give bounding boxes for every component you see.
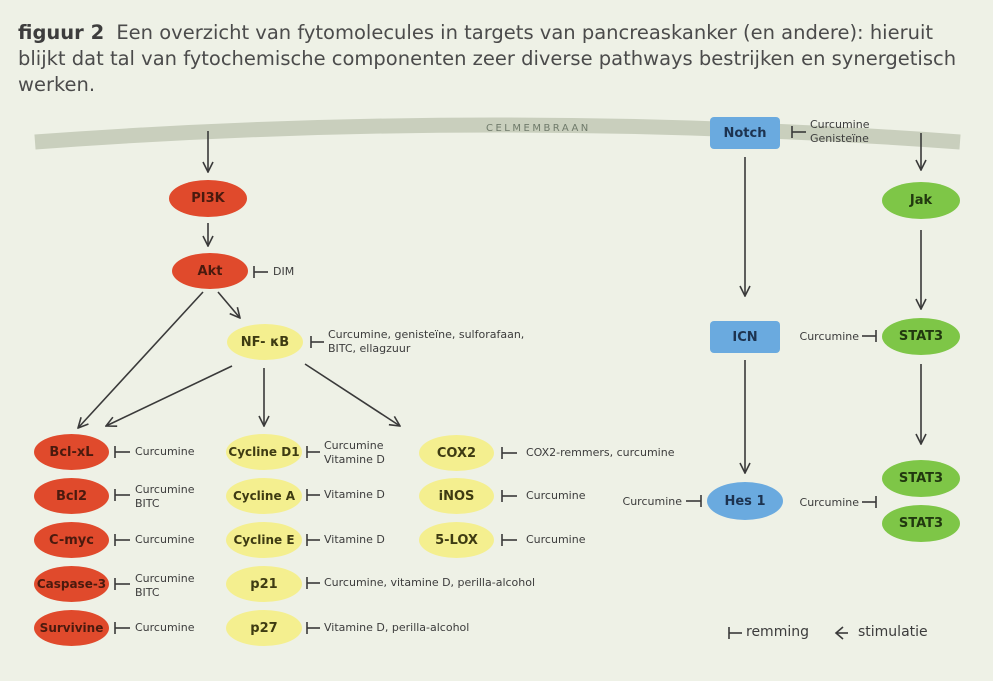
inhibit-akt	[253, 266, 268, 278]
node-jak: Jak	[882, 182, 960, 219]
inhibitor-label-nfkb: Curcumine, genisteïne, sulforafaan, BITC…	[328, 328, 525, 355]
figure-number: figuur 2	[18, 21, 105, 44]
inhibitor-label-stat3-dimer: Curcumine	[799, 496, 859, 509]
node-akt: Akt	[172, 253, 248, 289]
inhibit-cyclinee	[306, 534, 320, 546]
node-nfkb: NF- κB	[227, 324, 303, 360]
node-survivine: Survivine	[34, 610, 109, 646]
inhibitor-label-p27: Vitamine D, perilla-alcohol	[324, 621, 470, 634]
legend-inhibition-label: remming	[746, 624, 809, 640]
arrow-akt-nfkb	[217, 291, 240, 318]
node-icn: ICN	[710, 321, 780, 353]
inhibit-5lox	[501, 534, 517, 546]
node-bcl2: Bcl2	[34, 478, 109, 514]
node-notch: Notch	[710, 117, 780, 149]
node-stat3-dimer-top: STAT3	[882, 460, 960, 497]
node-cmyc: C-myc	[34, 522, 109, 558]
inhibit-hes1	[686, 495, 702, 507]
legend-stimulation-symbol	[834, 626, 848, 640]
inhibit-caspase3	[114, 578, 130, 590]
node-bclxl: Bcl-xL	[34, 434, 109, 470]
inhibitor-label-bcl2: Curcumine BITC	[135, 483, 195, 510]
inhibitor-label-p21: Curcumine, vitamine D, perilla-alcohol	[324, 576, 536, 589]
node-pi3k: PI3K	[169, 180, 247, 217]
inhibitor-label-bclxl: Curcumine	[135, 445, 195, 458]
legend-inhibition-symbol	[728, 627, 742, 639]
inhibitor-label-cox2: COX2-remmers, curcumine	[526, 446, 675, 459]
node-cyclined1: Cycline D1	[226, 434, 302, 470]
node-stat3-dimer-bottom: STAT3	[882, 505, 960, 542]
inhibitor-label-cyclinee: Vitamine D	[324, 533, 385, 546]
arrow-nfkb-cox2	[304, 363, 400, 426]
node-cyclinee: Cycline E	[226, 522, 302, 558]
inhibit-bcl2	[114, 489, 130, 501]
inhibit-stat3	[862, 330, 877, 342]
inhibitor-label-cyclinea: Vitamine D	[324, 488, 385, 501]
inhibitor-label-notch: Curcumine Genisteïne	[810, 118, 870, 145]
node-stat3: STAT3	[882, 318, 960, 355]
inhibit-nfkb	[310, 336, 324, 348]
inhibit-notch	[791, 126, 806, 138]
inhibit-stat3-dimer	[862, 496, 877, 508]
inhibit-p27	[306, 622, 320, 634]
inhibitor-label-cmyc: Curcumine	[135, 533, 195, 546]
inhibit-bclxl	[114, 446, 130, 458]
node-5lox: 5-LOX	[419, 522, 494, 558]
figure-caption: figuur 2 Een overzicht van fytomolecules…	[18, 20, 983, 98]
inhibitor-label-stat3: Curcumine	[799, 330, 859, 343]
inhibit-cox2	[501, 447, 517, 459]
node-p27: p27	[226, 610, 302, 646]
inhibitor-label-survivine: Curcumine	[135, 621, 195, 634]
arrow-akt-bclxl	[78, 291, 204, 428]
inhibitor-label-hes1: Curcumine	[622, 495, 682, 508]
inhibitor-label-caspase3: Curcumine BITC	[135, 572, 195, 599]
node-inos: iNOS	[419, 478, 494, 514]
inhibitor-label-inos: Curcumine	[526, 489, 586, 502]
inhibit-cyclined1	[306, 446, 320, 458]
inhibit-cmyc	[114, 534, 130, 546]
inhibitor-label-cyclined1: Curcumine Vitamine D	[324, 439, 385, 466]
inhibit-p21	[306, 577, 320, 589]
inhibitor-label-5lox: Curcumine	[526, 533, 586, 546]
inhibitor-label-akt: DIM	[273, 265, 295, 278]
node-cyclinea: Cycline A	[226, 478, 302, 514]
inhibit-inos	[501, 490, 517, 502]
node-p21: p21	[226, 566, 302, 602]
legend-stimulation-label: stimulatie	[858, 624, 928, 640]
node-hes1: Hes 1	[707, 482, 783, 520]
node-caspase3: Caspase-3	[34, 566, 109, 602]
cell-membrane-label: CELMEMBRAAN	[486, 123, 591, 134]
node-cox2: COX2	[419, 435, 494, 471]
figure-caption-text: Een overzicht van fytomolecules in targe…	[18, 21, 957, 96]
inhibit-cyclinea	[306, 489, 320, 501]
inhibit-survivine	[114, 622, 130, 634]
arrow-nfkb-bclxl	[106, 365, 233, 426]
